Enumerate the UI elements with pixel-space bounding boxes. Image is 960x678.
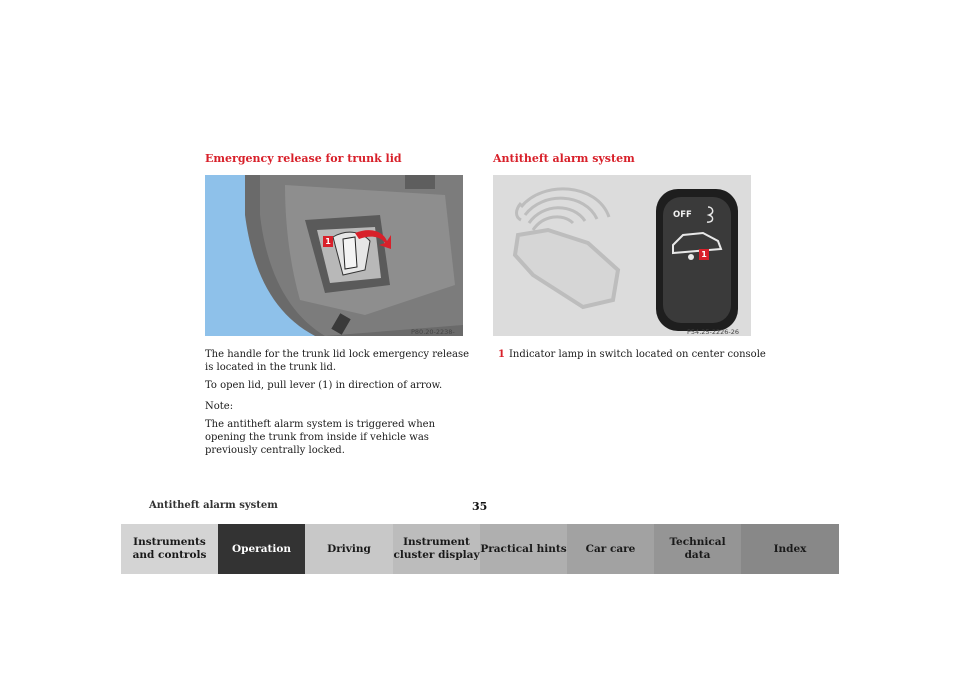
switch-off-label: OFF [673, 210, 692, 220]
figure-code: P80.20-2238-26 [411, 328, 455, 336]
section-title: Antitheft alarm system [149, 500, 278, 511]
trunk-release-figure: 1 P80.20-2238-26 [205, 175, 463, 336]
nav-tab-index[interactable]: Index [741, 524, 839, 574]
nav-tab-label: Operation [232, 542, 291, 555]
legend-text: Indicator lamp in switch located on cent… [508, 349, 766, 360]
nav-tab-label: Driving [327, 542, 371, 555]
paragraph: The handle for the trunk lid lock emerge… [205, 349, 470, 373]
trunk-release-heading: Emergency release for trunk lid [205, 152, 402, 165]
nav-tab-label: Car care [585, 542, 636, 555]
trunk-release-text: The handle for the trunk lid lock emerge… [205, 348, 470, 462]
nav-tab-practical-hints[interactable]: Practical hints [480, 524, 567, 574]
nav-tab-label: Practical hints [480, 542, 567, 555]
trunk-lid-illustration [205, 175, 463, 336]
antitheft-figure: OFF 1 P54.25-2226-26 [493, 175, 751, 336]
nav-tab-driving[interactable]: Driving [305, 524, 393, 574]
section-nav-bar: Instruments and controls Operation Driving… [121, 524, 839, 574]
callout-1: 1 [323, 236, 333, 247]
alarm-switch-illustration [493, 175, 751, 336]
callout-1: 1 [699, 249, 709, 260]
nav-tab-label: Instrument cluster display [393, 536, 480, 561]
nav-tab-operation[interactable]: Operation [218, 524, 305, 574]
nav-tab-technical-data[interactable]: Technical data [654, 524, 741, 574]
note-text: The antitheft alarm system is triggered … [205, 419, 436, 456]
nav-tab-label: Technical data [669, 536, 726, 561]
legend-number: 1 [498, 349, 505, 360]
nav-tab-label: Index [773, 542, 807, 555]
page-number: 35 [472, 500, 488, 513]
antitheft-heading: Antitheft alarm system [493, 152, 635, 165]
nav-tab-instruments-and-controls[interactable]: Instruments and controls [121, 524, 218, 574]
nav-tab-instrument-cluster-display[interactable]: Instrument cluster display [393, 524, 480, 574]
nav-tab-label: Instruments and controls [132, 536, 207, 561]
nav-tab-car-care[interactable]: Car care [567, 524, 654, 574]
figure-code: P54.25-2226-26 [687, 328, 740, 336]
paragraph: To open lid, pull lever (1) in direction… [205, 380, 443, 391]
note-label: Note: [205, 401, 234, 412]
